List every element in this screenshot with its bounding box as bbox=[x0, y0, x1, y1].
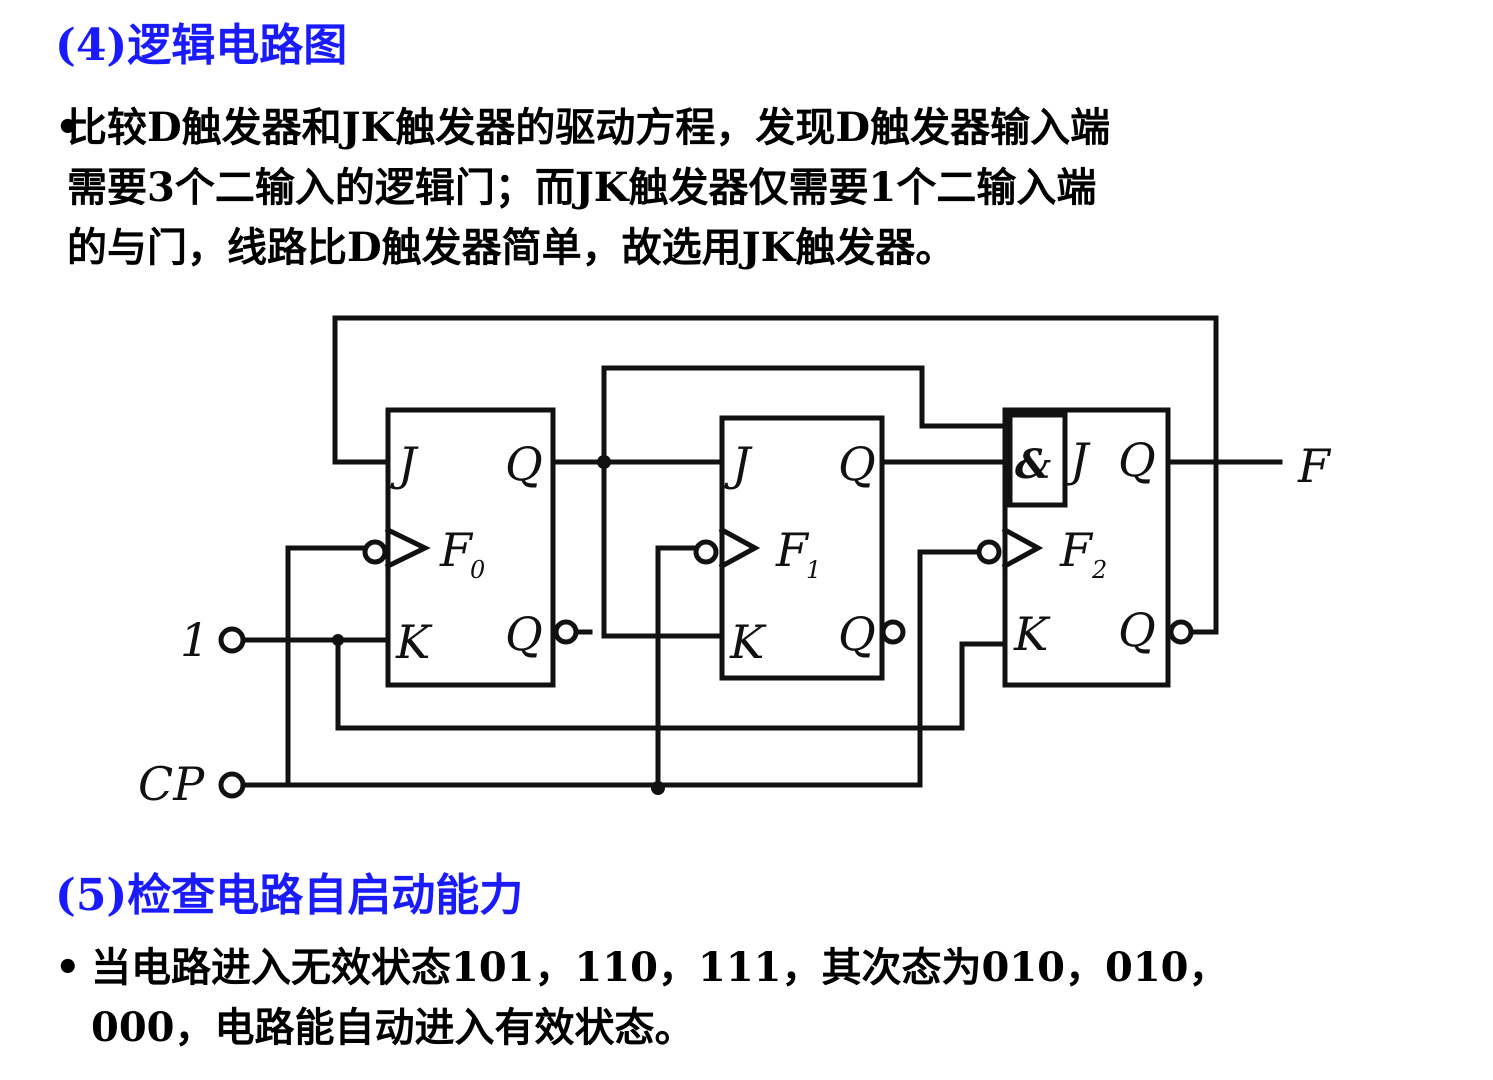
ff0-j-label: J bbox=[390, 437, 419, 491]
paragraph-line: 的与门，线路比D触发器简单，故选用JK触发器。 bbox=[67, 224, 956, 271]
paragraph-line: 000，电路能自动进入有效状态。 bbox=[91, 1004, 695, 1051]
comparison-paragraph: •比较D触发器和JK触发器的驱动方程，发现D触发器输入端 需要3个二输入的逻辑门… bbox=[55, 98, 1110, 278]
ff1-k-label: K bbox=[729, 615, 767, 669]
qn-bubble-f1 bbox=[880, 619, 906, 645]
flip-flop-f1 bbox=[719, 415, 885, 681]
output-f-label: F bbox=[1297, 439, 1332, 493]
junction-dot bbox=[332, 634, 344, 646]
ff2-q-label: Q bbox=[1118, 433, 1156, 487]
wire-one-to-k2 bbox=[335, 637, 1008, 731]
wire-cp bbox=[240, 549, 982, 788]
clock-bubble-f1 bbox=[693, 539, 719, 565]
paragraph-line: •当电路进入无效状态101，110，111，其次态为010，010， bbox=[55, 938, 1228, 998]
ff2-k-label: K bbox=[1013, 607, 1051, 661]
ff2-qn-label: Q bbox=[1118, 603, 1156, 657]
input-one-label: 1 bbox=[180, 613, 209, 667]
clock-bubble-f0 bbox=[362, 539, 388, 565]
terminal-cp bbox=[218, 771, 246, 799]
clock-triangle-f1 bbox=[718, 526, 761, 570]
ff1-name: F bbox=[775, 523, 810, 577]
section-heading-self-start: (5)检查电路自启动能力 bbox=[55, 870, 524, 921]
ff2-name: F bbox=[1059, 523, 1094, 577]
clock-triangle-f2 bbox=[1001, 526, 1044, 570]
paragraph-line: 需要3个二输入的逻辑门；而JK触发器仅需要1个二输入端 bbox=[67, 164, 1097, 211]
ff1-qn-label: Q bbox=[838, 607, 876, 661]
junction-dot bbox=[651, 781, 665, 795]
input-cp-label: CP bbox=[138, 757, 205, 811]
terminal-one bbox=[218, 626, 246, 654]
ff0-k-label: K bbox=[395, 615, 433, 669]
bullet: • bbox=[55, 944, 81, 991]
clock-triangle-f0 bbox=[384, 526, 431, 570]
ff0-q-label: Q bbox=[505, 437, 543, 491]
paragraph-line: •比较D触发器和JK触发器的驱动方程，发现D触发器输入端 bbox=[55, 98, 1110, 158]
wire-feedback-top bbox=[332, 315, 1219, 635]
wire-q0-to-k1 bbox=[601, 459, 725, 639]
self-start-paragraph: •当电路进入无效状态101，110，111，其次态为010，010， 000，电… bbox=[55, 938, 1228, 1058]
section-heading-logic-diagram: (4)逻辑电路图 bbox=[55, 20, 348, 71]
wire-q0-branch bbox=[601, 365, 1013, 465]
ff1-j-label: J bbox=[724, 437, 753, 491]
flip-flop-f0 bbox=[385, 407, 556, 688]
flip-flop-f2 bbox=[1002, 407, 1171, 688]
wire-cp-f1 bbox=[655, 545, 699, 788]
wire-cp-f0 bbox=[285, 545, 368, 788]
ff0-qn-label: Q bbox=[505, 607, 543, 661]
ff2-sub: 2 bbox=[1091, 556, 1107, 584]
ff1-sub: 1 bbox=[806, 556, 821, 584]
ff0-sub: 0 bbox=[470, 556, 485, 584]
clock-bubble-f2 bbox=[976, 539, 1002, 565]
junction-dot bbox=[597, 455, 611, 469]
qn-bubble-f2 bbox=[1168, 619, 1194, 645]
and-gate-symbol: & bbox=[1015, 441, 1051, 488]
ff0-name: F bbox=[439, 523, 474, 577]
ff1-q-label: Q bbox=[838, 437, 876, 491]
qn-bubble-f0 bbox=[553, 619, 579, 645]
